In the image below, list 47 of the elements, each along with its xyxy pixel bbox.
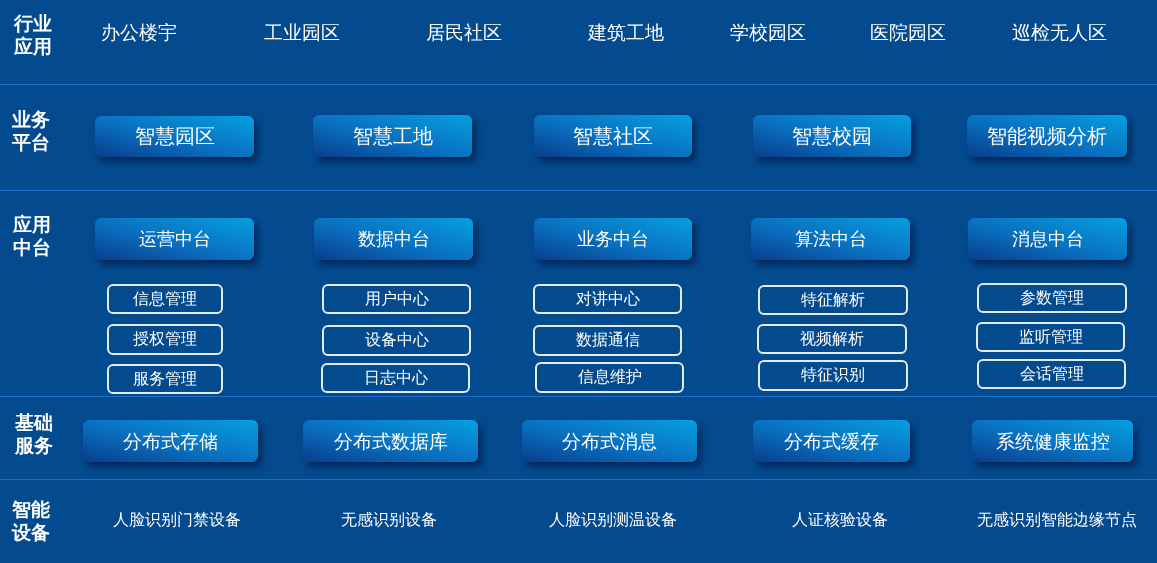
function-box: 会话管理	[977, 359, 1126, 389]
platform-box: 运营中台	[95, 218, 254, 260]
platform-box: 分布式缓存	[753, 420, 910, 462]
function-box: 信息管理	[107, 284, 223, 314]
function-box: 日志中心	[321, 363, 470, 393]
text-label: 居民社区	[426, 22, 502, 44]
function-box: 设备中心	[322, 325, 471, 356]
platform-box: 智慧社区	[534, 115, 692, 157]
text-label: 工业园区	[264, 22, 340, 44]
platform-box: 分布式存储	[83, 420, 258, 462]
text-label: 办公楼宇	[101, 22, 177, 44]
text-label: 医院园区	[870, 22, 946, 44]
platform-box: 系统健康监控	[972, 420, 1133, 462]
platform-box: 智慧园区	[95, 116, 254, 157]
platform-box: 消息中台	[968, 218, 1127, 260]
platform-box: 算法中台	[751, 218, 910, 260]
function-box: 特征识别	[758, 360, 908, 391]
function-box: 用户中心	[322, 284, 471, 314]
function-box: 对讲中心	[533, 284, 682, 314]
row-heading: 基础服务	[14, 412, 54, 458]
function-box: 服务管理	[107, 364, 223, 394]
platform-box: 业务中台	[534, 218, 692, 260]
row-heading: 业务平台	[11, 109, 51, 155]
text-label: 人脸识别测温设备	[549, 512, 677, 530]
function-box: 数据通信	[533, 325, 682, 356]
platform-box: 分布式数据库	[303, 420, 478, 462]
text-label: 建筑工地	[588, 22, 664, 44]
row-heading: 行业应用	[13, 13, 53, 59]
function-box: 特征解析	[758, 285, 908, 315]
platform-box: 智慧校园	[753, 115, 911, 157]
platform-box: 智能视频分析	[967, 115, 1127, 157]
function-box: 监听管理	[976, 322, 1125, 352]
text-label: 巡检无人区	[1011, 22, 1107, 44]
function-box: 视频解析	[757, 324, 907, 354]
platform-box: 数据中台	[314, 218, 473, 260]
text-label: 人证核验设备	[792, 512, 888, 530]
function-box: 信息维护	[535, 362, 684, 393]
function-box: 参数管理	[977, 283, 1127, 313]
text-label: 人脸识别门禁设备	[113, 512, 241, 530]
function-box: 授权管理	[107, 324, 223, 355]
platform-box: 智慧工地	[313, 115, 472, 157]
text-label: 无感识别设备	[341, 512, 437, 530]
text-label: 无感识别智能边缘节点	[977, 512, 1137, 530]
row-heading: 智能设备	[11, 499, 51, 545]
text-label: 学校园区	[730, 22, 806, 44]
row-heading: 应用中台	[12, 214, 52, 260]
platform-box: 分布式消息	[522, 420, 697, 462]
